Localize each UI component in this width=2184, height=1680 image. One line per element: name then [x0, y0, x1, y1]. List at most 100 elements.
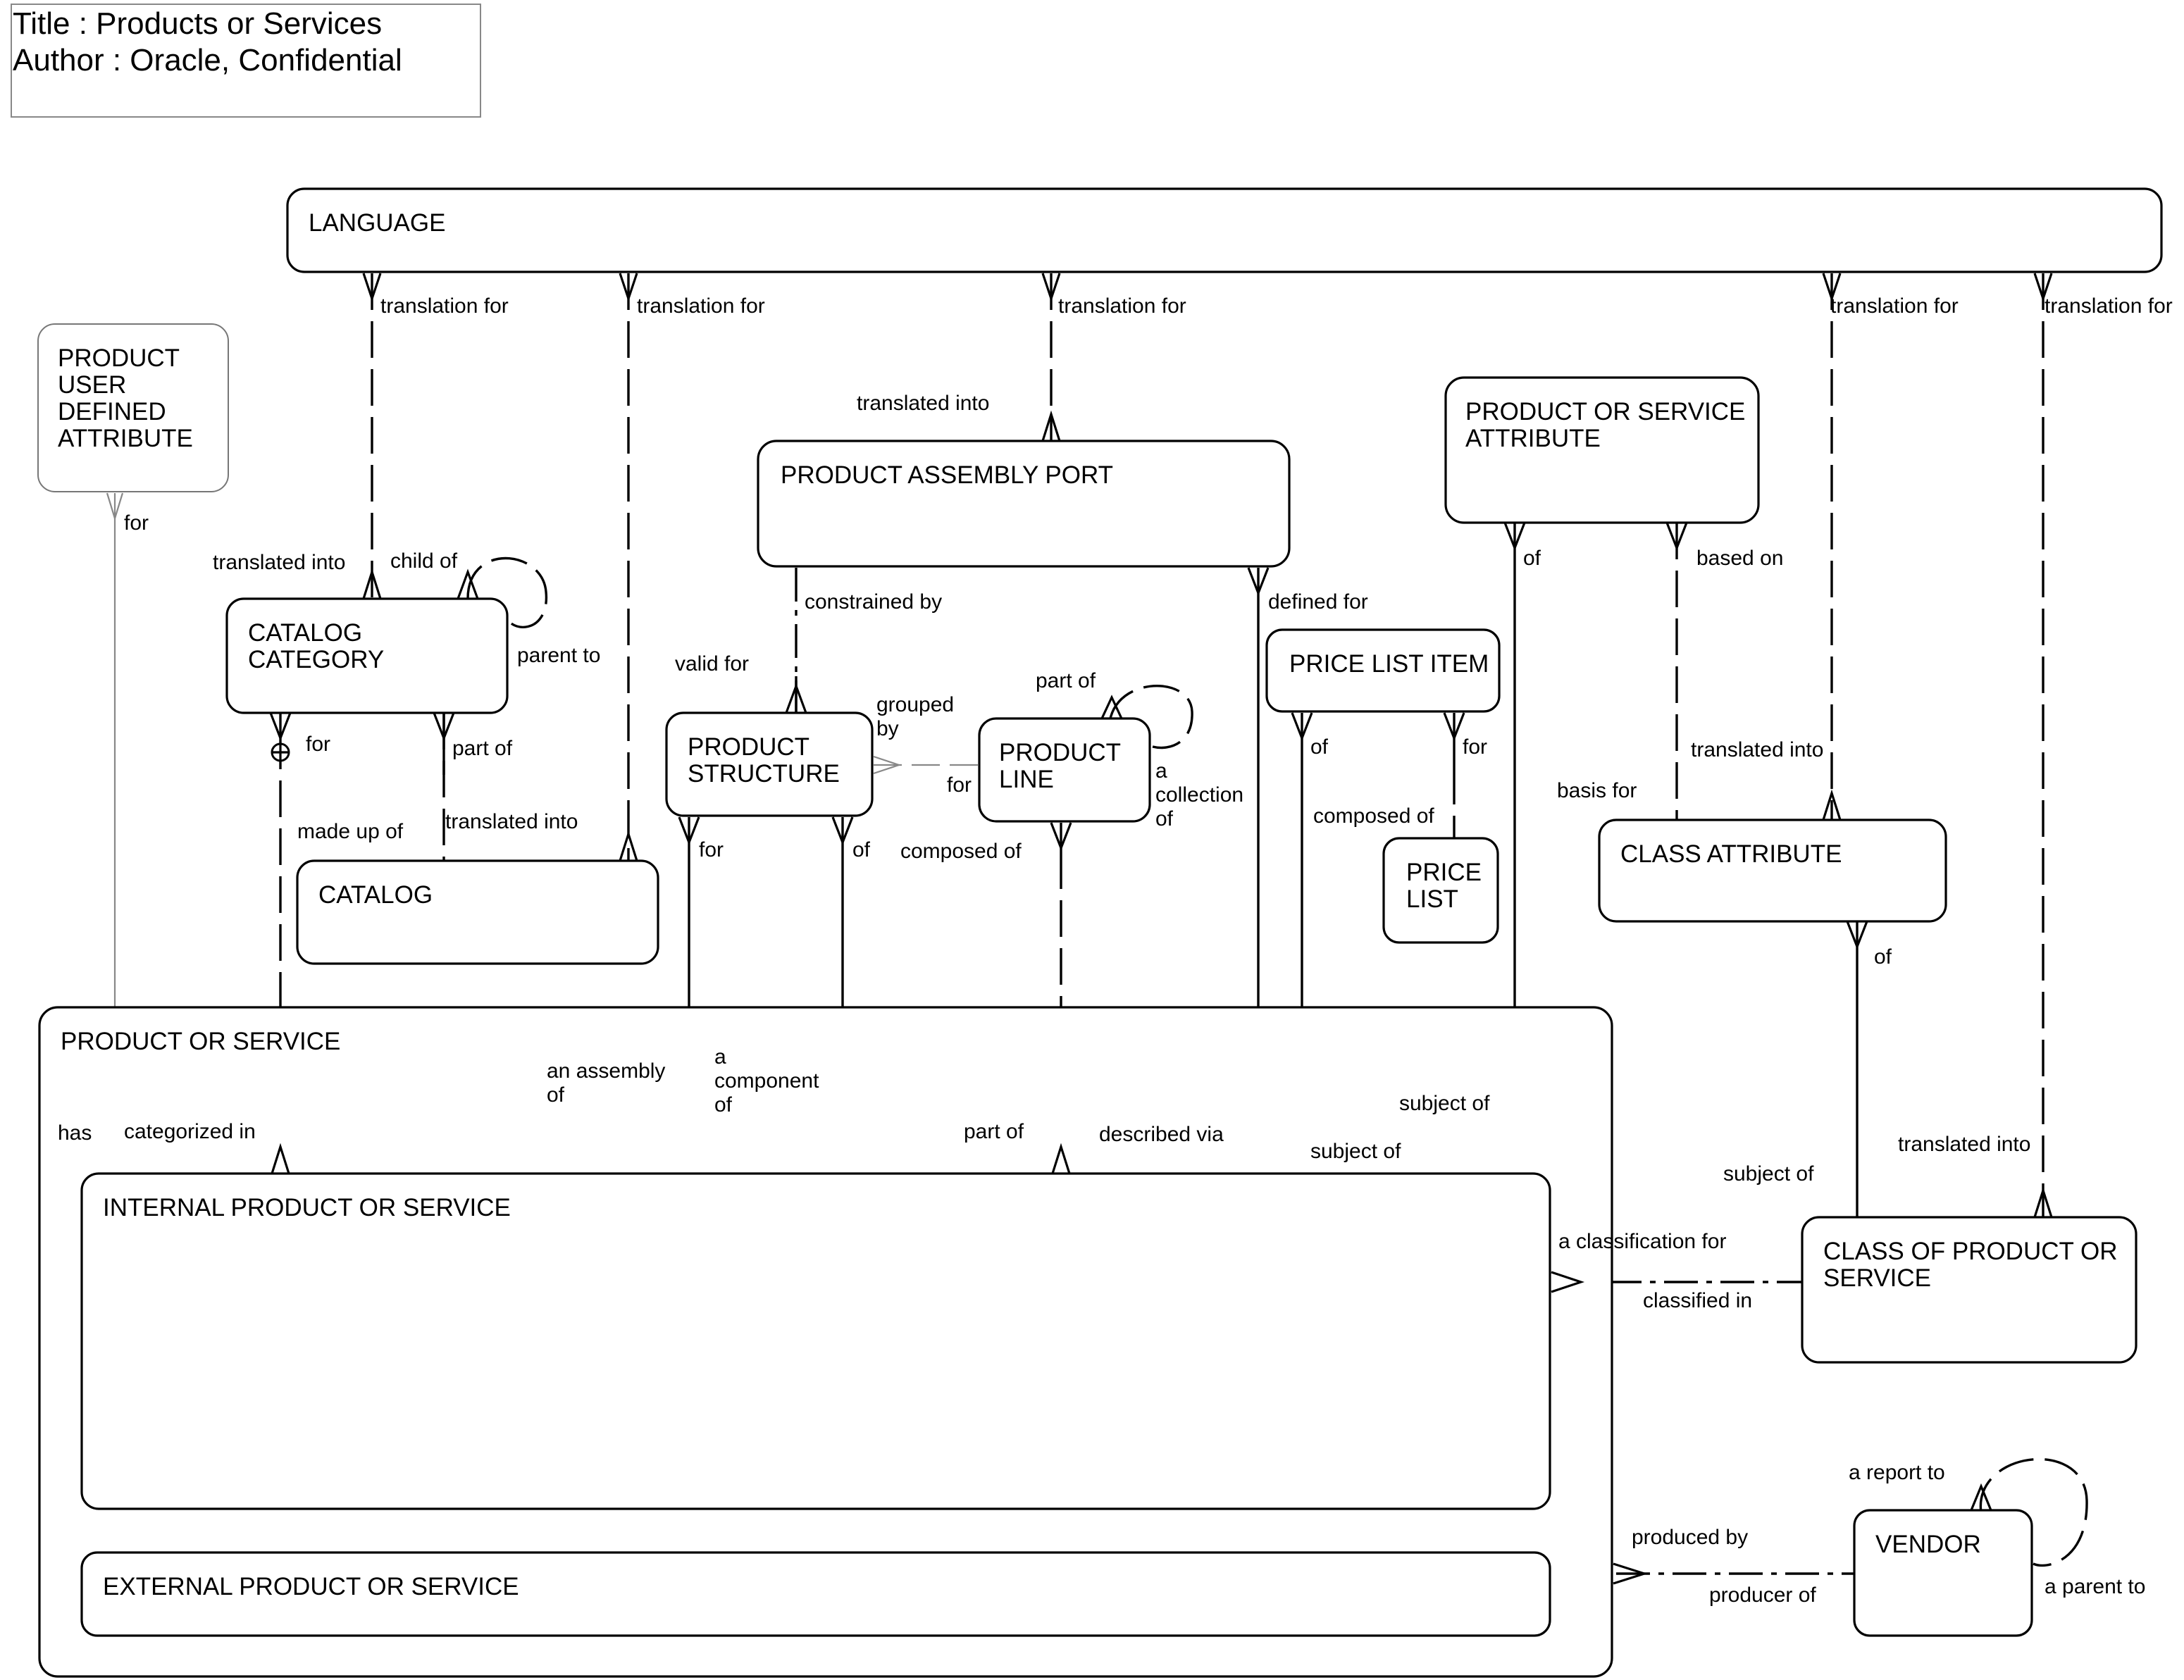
entity-name-line: USER [58, 371, 126, 399]
rel-label: parent to [517, 644, 600, 667]
rel-label: translated into [445, 810, 578, 833]
entity-name-line: PRODUCT OR SERVICE [1465, 398, 1745, 425]
entity-product-or-service-attribute: PRODUCT OR SERVICE ATTRIBUTE [1444, 376, 1760, 524]
rel-label: for [1463, 735, 1487, 759]
rel-label: translation for [2045, 294, 2173, 318]
rel-label: translated into [857, 392, 989, 415]
rel-label: of [1874, 945, 1892, 969]
entity-name-line: SERVICE [1823, 1264, 1931, 1292]
rel-label: composed of [1313, 804, 1434, 828]
entity-language: LANGUAGE [286, 187, 2163, 273]
rel-label: a report to [1849, 1461, 1945, 1484]
rel-label: an assembly [547, 1059, 665, 1083]
entity-price-list-item: PRICE LIST ITEM [1265, 628, 1501, 713]
entity-internal-product-or-service: INTERNAL PRODUCT OR SERVICE [80, 1172, 1551, 1510]
entity-name-line: STRUCTURE [688, 760, 840, 788]
entity-name-line: PRICE LIST ITEM [1289, 650, 1489, 678]
entity-external-product-or-service: EXTERNAL PRODUCT OR SERVICE [80, 1551, 1551, 1637]
entity-name-line: PRODUCT [58, 344, 180, 372]
rel-label: of [547, 1083, 565, 1107]
rel-label: part of [964, 1120, 1024, 1143]
entity-name-line: CLASS OF PRODUCT OR [1823, 1238, 2117, 1265]
rel-label: of [852, 838, 871, 861]
rel-label: translated into [1898, 1133, 2030, 1156]
entity-name-line: ATTRIBUTE [58, 425, 193, 452]
rel-label: for [947, 773, 972, 797]
rel-label: for [306, 733, 330, 756]
entity-name-line: PRODUCT [688, 733, 809, 761]
entity-catalog: CATALOG [296, 859, 659, 965]
rel-label: has [58, 1121, 92, 1145]
rel-label: of [714, 1093, 733, 1116]
rel-label: based on [1696, 547, 1783, 570]
entity-price-list: PRICE LIST [1382, 837, 1499, 944]
entity-name-line: VENDOR [1875, 1531, 1981, 1558]
rel-label: translation for [1058, 294, 1186, 318]
entity-class-attribute: CLASS ATTRIBUTE [1598, 819, 1947, 923]
entity-name-line: ATTRIBUTE [1465, 425, 1601, 452]
rel-label: by [876, 717, 899, 740]
rel-label: defined for [1268, 590, 1368, 614]
rel-label: producer of [1709, 1583, 1816, 1607]
relationship-labels: translation for translated into translat… [58, 294, 2173, 1607]
rel-label: composed of [900, 840, 1022, 863]
entity-product-user-defined-attribute: PRODUCT USER DEFINED ATTRIBUTE [37, 323, 229, 492]
entity-name-line: CATEGORY [248, 646, 384, 673]
rel-label: child of [390, 549, 458, 573]
entity-name-line: EXTERNAL PRODUCT OR SERVICE [103, 1573, 519, 1600]
rel-label: basis for [1557, 779, 1637, 802]
rel-label: part of [452, 737, 513, 760]
entity-product-line: PRODUCT LINE [978, 717, 1151, 823]
rel-label: made up of [297, 820, 404, 843]
rel-label: for [124, 511, 149, 535]
rel-label: valid for [675, 652, 749, 676]
entity-product-assembly-port: PRODUCT ASSEMBLY PORT [757, 440, 1291, 568]
rel-label: categorized in [124, 1120, 256, 1143]
title-line: Title : Products or Services [13, 6, 382, 41]
entity-name-line: DEFINED [58, 398, 166, 425]
rel-label: grouped [876, 693, 954, 716]
author-line: Author : Oracle, Confidential [13, 43, 402, 77]
entity-name-line: LIST [1406, 885, 1458, 913]
entity-name-line: INTERNAL PRODUCT OR SERVICE [103, 1194, 511, 1221]
rel-label: translated into [213, 551, 345, 574]
entity-name-line: PRODUCT OR SERVICE [61, 1028, 340, 1055]
rel-label: constrained by [805, 590, 942, 614]
rel-label: subject of [1723, 1162, 1814, 1186]
rel-label: translation for [380, 294, 509, 318]
rel-label: component [714, 1069, 819, 1093]
rel-label: produced by [1632, 1526, 1748, 1549]
rel-label: classified in [1643, 1289, 1752, 1312]
rel-label: of [1155, 807, 1174, 830]
entity-product-structure: PRODUCT STRUCTURE [665, 711, 874, 817]
entity-name-line: PRICE [1406, 859, 1482, 886]
entity-name-line: CLASS ATTRIBUTE [1620, 840, 1842, 868]
rel-label: subject of [1399, 1092, 1490, 1115]
title-block: Title : Products or Services Author : Or… [11, 4, 481, 118]
rel-line-recursive [1109, 684, 1193, 749]
entity-name-line: PRODUCT ASSEMBLY PORT [781, 461, 1113, 489]
entity-vendor: VENDOR [1853, 1509, 2033, 1637]
rel-catalog-category-recursive [466, 556, 547, 628]
rel-label: a classification for [1558, 1230, 1726, 1253]
rel-label: collection [1155, 783, 1243, 807]
rel-label: a [714, 1045, 726, 1069]
entity-name-line: CATALOG [248, 619, 362, 647]
rel-label: part of [1036, 669, 1096, 692]
entity-name-line: CATALOG [318, 881, 433, 909]
rel-label: translation for [637, 294, 765, 318]
entity-class-of-product-or-service: CLASS OF PRODUCT OR SERVICE [1801, 1216, 2138, 1364]
entity-name-line: PRODUCT [999, 739, 1121, 766]
crows-feet [106, 273, 2053, 1585]
rel-label: described via [1099, 1123, 1224, 1146]
rel-label: translation for [1830, 294, 1959, 318]
rel-label: a parent to [2045, 1575, 2145, 1598]
rel-label: a [1155, 759, 1167, 783]
entity-catalog-category: CATALOG CATEGORY [225, 597, 509, 714]
rel-label: translated into [1691, 738, 1823, 761]
rel-label: for [699, 838, 724, 861]
rel-label: subject of [1310, 1140, 1401, 1163]
entity-language-name: LANGUAGE [309, 209, 446, 237]
entity-name-line: LINE [999, 766, 1054, 793]
